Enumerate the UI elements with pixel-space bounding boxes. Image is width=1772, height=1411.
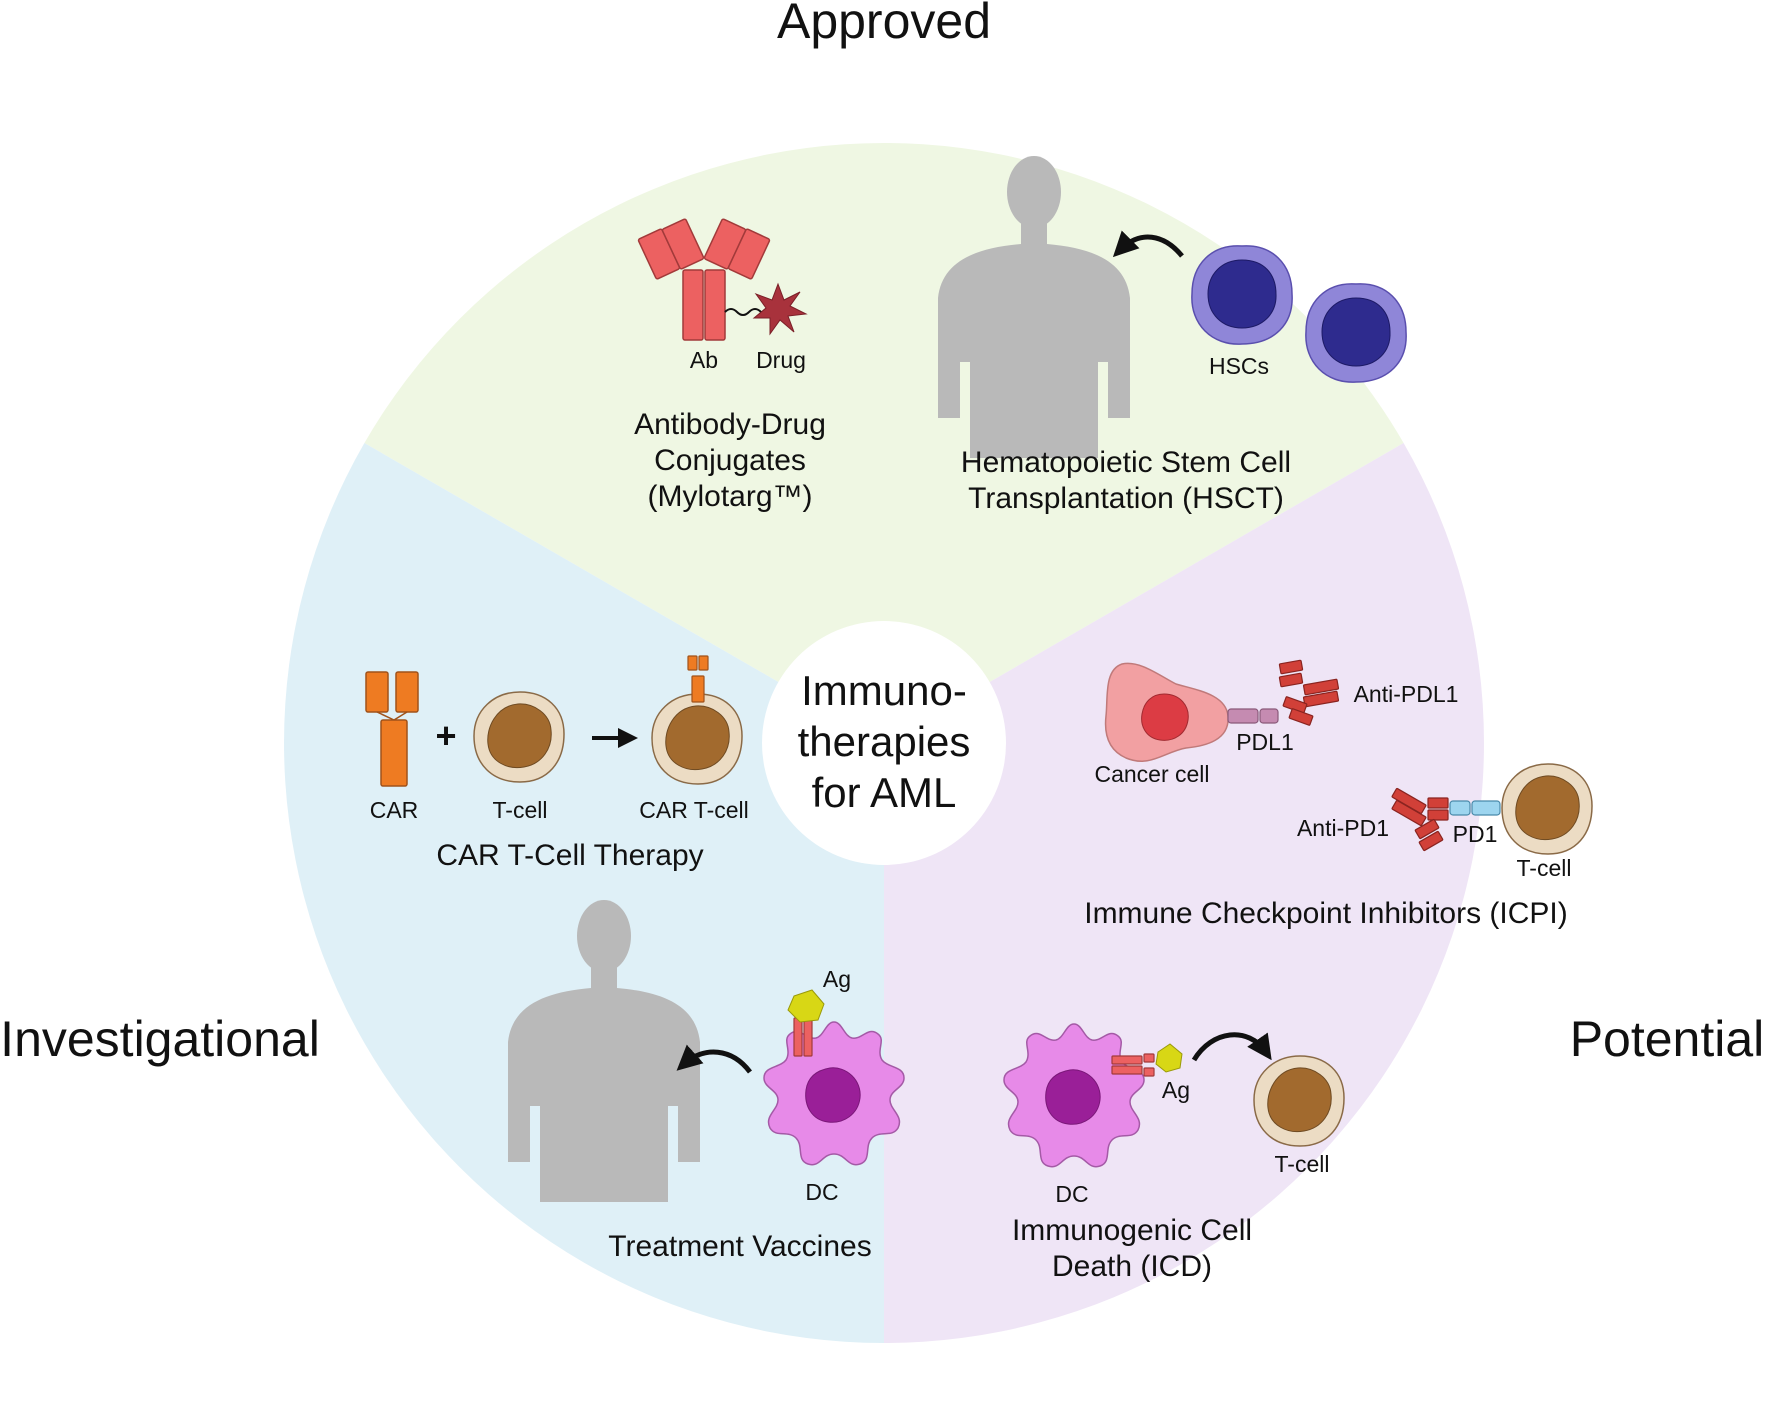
anti-pd1-antibody-icon [1391, 787, 1449, 852]
icd-arrow-icon [1191, 1032, 1272, 1062]
icd-dc-label: DC [1055, 1181, 1088, 1207]
icd-ag-label: Ag [1162, 1077, 1190, 1103]
icd-antigen-icon [1155, 1043, 1183, 1073]
cancer-cell-nucleus [1141, 693, 1189, 741]
hsct-cells-label: HSCs [1209, 353, 1269, 379]
vaccine-dc-label: DC [805, 1179, 838, 1205]
car-receptor-icon [365, 671, 419, 787]
adc-title-line-1: Antibody-Drug [634, 408, 826, 441]
anti-pd1-label: Anti-PD1 [1297, 815, 1389, 841]
hsct-title-line-1: Hematopoietic Stem Cell [961, 446, 1291, 479]
category-potential: Potential [1570, 1011, 1765, 1067]
anti-pdl1-antibody-icon [1278, 659, 1340, 726]
icd-receptor-icon [1111, 1053, 1155, 1077]
icd-tcell-label: T-cell [1275, 1151, 1330, 1177]
hsct-title-line-2: Transplantation (HSCT) [968, 482, 1284, 515]
cancer-cell-label: Cancer cell [1094, 761, 1209, 787]
vaccine-antigen-icon [787, 989, 825, 1023]
category-investigational: Investigational [0, 1011, 320, 1067]
pdl1-receptor-icon [1227, 708, 1279, 724]
icd-title-line-1: Immunogenic Cell [1012, 1214, 1252, 1247]
car-label: CAR [370, 797, 419, 823]
center-line-2: therapies [798, 718, 971, 765]
car-plus-sign: + [435, 715, 456, 756]
car-t-title: CAR T-Cell Therapy [436, 839, 703, 872]
pd1-label: PD1 [1453, 821, 1498, 847]
hsct-arrow-icon [1112, 230, 1184, 258]
icpi-title: Immune Checkpoint Inhibitors (ICPI) [1084, 897, 1568, 930]
vaccine-ag-label: Ag [823, 966, 851, 992]
hsc-cell-1 [1191, 245, 1293, 345]
icd-title-line-2: Death (ICD) [1052, 1250, 1212, 1283]
car-linker [376, 711, 408, 721]
sector-approved [364, 143, 1404, 743]
adc-title-line-3: (Mylotarg™) [647, 480, 812, 513]
icd-tcell-icon [1253, 1055, 1345, 1147]
pdl1-label: PDL1 [1236, 729, 1294, 755]
center-line-1: Immuno- [801, 667, 967, 714]
adc-ab-label: Ab [690, 347, 718, 373]
vaccine-title: Treatment Vaccines [608, 1230, 871, 1263]
car-t-cell-icon [651, 693, 743, 785]
center-line-3: for AML [812, 769, 957, 816]
adc-drug-label: Drug [756, 347, 806, 373]
icpi-tcell-icon [1501, 763, 1593, 855]
antibody-drug-conjugate-icon [637, 218, 771, 341]
anti-pdl1-label: Anti-PDL1 [1354, 681, 1459, 707]
pd1-receptor-icon [1449, 800, 1501, 816]
car-t-cell-label: CAR T-cell [639, 797, 749, 823]
drug-star-icon [752, 282, 808, 336]
car-t-receptor-icon [687, 655, 709, 703]
sector-investigational [284, 443, 884, 1343]
hsc-cell-2 [1305, 283, 1407, 383]
car-tcell-icon [473, 691, 565, 783]
category-approved: Approved [777, 0, 991, 49]
vaccine-arrow-icon [676, 1044, 752, 1074]
icpi-tcell-label: T-cell [1517, 855, 1572, 881]
adc-title-line-2: Conjugates [654, 444, 806, 477]
center-circle [762, 621, 1006, 865]
car-tcell-label: T-cell [493, 797, 548, 823]
